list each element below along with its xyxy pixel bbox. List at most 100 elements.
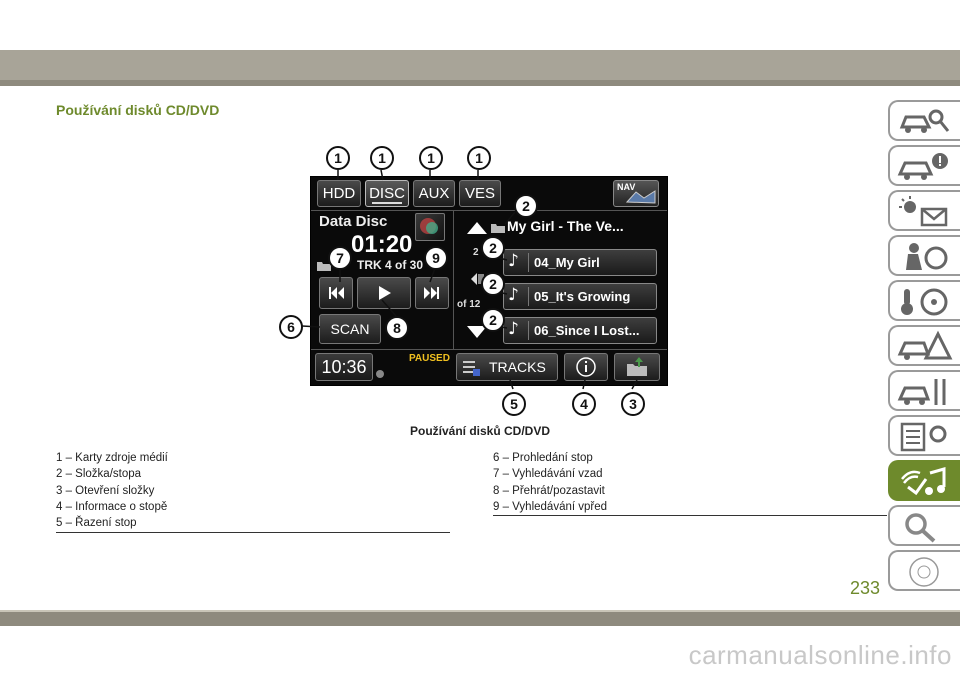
nav-button[interactable]: NAV	[613, 180, 659, 207]
legend-item: 8 – Přehrát/pozastavit	[493, 484, 605, 497]
tracks-sort-button[interactable]: TRACKS	[456, 353, 558, 381]
track-name: 05_It's Growing	[534, 289, 631, 304]
legend-item: 1 – Karty zdroje médií	[56, 452, 168, 464]
figure-caption: Používání disků CD/DVD	[409, 424, 551, 438]
watermark: carmanualsonline.info	[688, 640, 952, 670]
callout-3: 3	[621, 392, 645, 416]
clock: 10:36	[315, 353, 373, 381]
header-bar-shadow	[0, 80, 960, 86]
callout-8: 8	[385, 316, 409, 340]
disc-status-icon	[376, 370, 384, 378]
car-service-icon	[897, 379, 946, 405]
folder-name[interactable]: My Girl - The Ve...	[507, 218, 624, 234]
source-tab-ves[interactable]: VES	[459, 180, 501, 207]
music-note-icon: ♪	[508, 285, 519, 305]
legend-item: 2 – Složka/stopa	[56, 468, 142, 481]
disc-name: Data Disc	[319, 213, 388, 230]
legend-left: 1 – Karty zdroje médií 2 – Složka/stopa …	[56, 450, 168, 531]
callout-2: 2	[514, 194, 538, 218]
chapter-tab-roadside-warning[interactable]	[888, 325, 960, 366]
source-tab-disc[interactable]: DISC	[365, 180, 409, 207]
callout-2: 2	[481, 308, 505, 332]
legend-item: 9 – Vyhledávání vpřed	[493, 500, 608, 513]
footer-bar	[0, 612, 960, 626]
play-pause-button[interactable]	[357, 277, 411, 309]
seek-forward-icon	[424, 287, 439, 299]
callout-1: 1	[419, 146, 443, 170]
legend-item: 5 – Řazení stop	[56, 517, 137, 530]
row-separator	[528, 321, 529, 340]
chapter-tab-car-service[interactable]	[888, 370, 960, 411]
chapter-tab-car-warning[interactable]	[888, 145, 960, 186]
scroll-down-icon[interactable]	[467, 325, 487, 339]
header-bar	[0, 50, 960, 80]
track-name: 06_Since I Lost...	[534, 323, 640, 338]
source-tab-hdd[interactable]: HDD	[317, 180, 361, 207]
music-note-icon: ♪	[508, 319, 519, 339]
track-name: 04_My Girl	[534, 255, 600, 270]
legend-item: 7 – Vyhledávání vzad	[493, 468, 603, 481]
track-row[interactable]: ♪ 06_Since I Lost...	[503, 317, 657, 344]
legend-rule-left	[56, 532, 450, 533]
callout-7: 7	[328, 246, 352, 270]
key-steering-icon	[901, 288, 948, 316]
elapsed-time: 01:20	[351, 231, 413, 258]
folder-count: of 12	[457, 299, 481, 310]
legend-item: 6 – Prohledání stop	[493, 452, 593, 464]
legend-rule-right	[493, 515, 887, 516]
car-info-icon	[899, 109, 950, 133]
track-row[interactable]: ♪ 05_It's Growing	[503, 283, 657, 310]
folder-number: 2	[473, 247, 479, 258]
callout-2: 2	[481, 272, 505, 296]
alphabet-index-icon	[909, 557, 939, 587]
specs-gear-icon	[900, 422, 947, 452]
callout-2: 2	[481, 236, 505, 260]
seek-back-button[interactable]	[319, 277, 353, 309]
tab-divider	[311, 210, 667, 211]
track-info: TRK 4 of 30	[357, 258, 424, 272]
callout-1: 1	[326, 146, 350, 170]
search-icon	[905, 513, 936, 543]
chapter-tab-specs[interactable]	[888, 415, 960, 456]
nav-label: NAV	[617, 182, 636, 192]
seat-airbag-icon	[906, 243, 948, 270]
chapter-tab-lights-message[interactable]	[888, 190, 960, 231]
lights-message-icon	[899, 196, 948, 227]
track-info-button[interactable]	[564, 353, 608, 381]
callout-6: 6	[279, 315, 303, 339]
folder-icon	[491, 224, 505, 233]
legend-item: 4 – Informace o stopě	[56, 500, 168, 513]
chapter-tab-alphabet-index[interactable]	[888, 550, 960, 591]
row-separator	[528, 287, 529, 306]
playback-status: PAUSED	[409, 353, 450, 364]
roadside-warning-icon	[897, 330, 953, 360]
panel-divider	[453, 210, 454, 350]
callout-1: 1	[370, 146, 394, 170]
chapter-tab-search[interactable]	[888, 505, 960, 546]
legend-right: 6 – Prohledání stop 7 – Vyhledávání vzad…	[493, 450, 607, 515]
footer-bar-highlight	[0, 610, 960, 612]
legend-item: 3 – Otevření složky	[56, 484, 155, 497]
music-note-icon: ♪	[508, 251, 519, 271]
section-title: Používání disků CD/DVD	[56, 102, 220, 118]
source-tab-aux[interactable]: AUX	[413, 180, 455, 207]
page-number: 233	[850, 578, 881, 598]
chapter-tab-car-info[interactable]	[888, 100, 960, 141]
callout-9: 9	[424, 246, 448, 270]
chapter-tab-key-steering[interactable]	[888, 280, 960, 321]
chapter-tab-seat-airbag[interactable]	[888, 235, 960, 276]
seek-forward-button[interactable]	[415, 277, 449, 309]
list-icon	[463, 361, 480, 376]
chapter-tab-multimedia[interactable]	[888, 460, 960, 501]
track-row[interactable]: ♪ 04_My Girl	[503, 249, 657, 276]
callout-5: 5	[502, 392, 526, 416]
multimedia-icon	[901, 467, 946, 496]
scroll-up-icon[interactable]	[467, 221, 487, 235]
callout-1: 1	[467, 146, 491, 170]
scan-button[interactable]: SCAN	[319, 314, 381, 344]
map-icon	[626, 190, 656, 204]
tracks-label: TRACKS	[489, 359, 546, 375]
bottom-divider	[311, 349, 667, 350]
source-tab-disc-label: DISC	[369, 185, 405, 202]
